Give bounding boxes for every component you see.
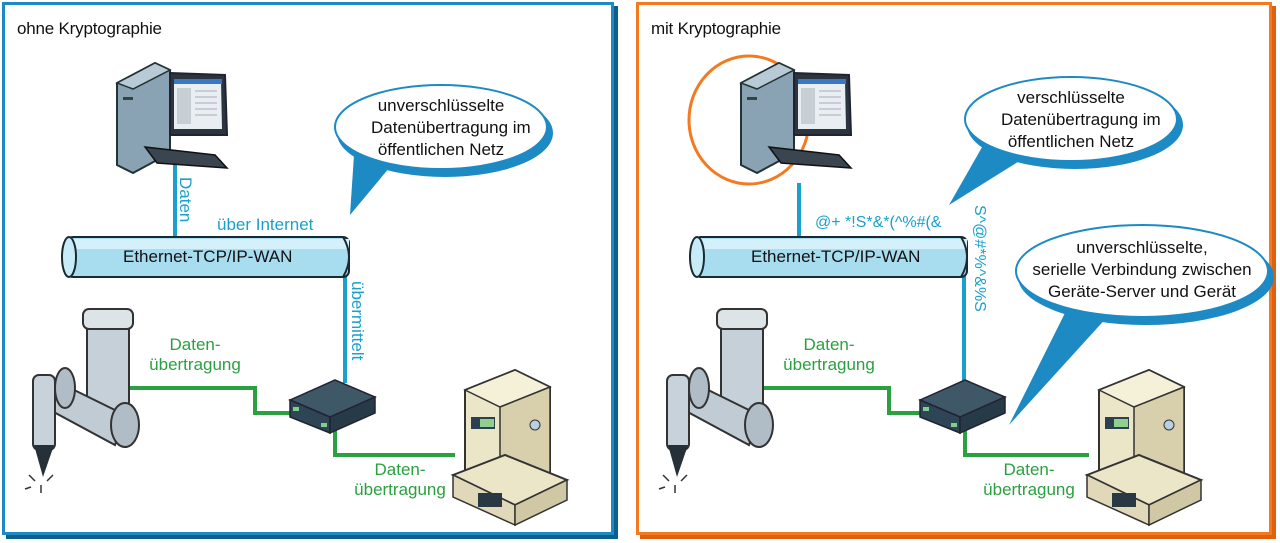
speech-bubble-text: unverschlüsselte Datenübertragung im öff… bbox=[371, 95, 531, 161]
label-line: Daten- bbox=[374, 460, 426, 479]
robot-link-line bbox=[761, 386, 923, 415]
robot-arm-icon bbox=[658, 308, 774, 493]
device-link-label: Daten- übertragung bbox=[974, 460, 1084, 500]
pc-link-label: Daten bbox=[176, 177, 195, 223]
panel-title: mit Kryptographie bbox=[651, 19, 781, 38]
panel-without-cryptography: ohne Kryptographie bbox=[2, 2, 614, 535]
device-link-line bbox=[327, 425, 455, 457]
network-diagram bbox=[658, 54, 1274, 527]
network-diagram bbox=[24, 61, 570, 527]
label-line: übertragung bbox=[983, 480, 1075, 499]
speech-bubble-text: verschlüsselte Datenübertragung im öffen… bbox=[1001, 87, 1161, 153]
speech-bubble bbox=[949, 76, 1183, 205]
device-link-label: Daten- übertragung bbox=[345, 460, 455, 500]
panel-title: ohne Kryptographie bbox=[17, 19, 162, 38]
bubble-line: unverschlüsselte, bbox=[1076, 238, 1208, 257]
robot-link-label: Daten- übertragung bbox=[140, 335, 250, 375]
device-link-line bbox=[957, 425, 1089, 457]
bubble-line: öffentlichen Netz bbox=[377, 140, 505, 159]
label-line: Daten- bbox=[169, 335, 221, 354]
desktop-computer-icon bbox=[115, 61, 229, 175]
server-link-label: übermittelt bbox=[348, 281, 367, 361]
speech-bubble-serial-text: unverschlüsselte, serielle Verbindung zw… bbox=[1032, 237, 1252, 303]
device-server-icon bbox=[918, 379, 1007, 435]
label-line: Daten- bbox=[803, 335, 855, 354]
panel-with-cryptography: mit Kryptographie bbox=[636, 2, 1274, 535]
bubble-line: verschlüsselte bbox=[1017, 88, 1125, 107]
label-line: übertragung bbox=[783, 355, 875, 374]
speech-bubble bbox=[334, 84, 553, 215]
cipher-text-top: @+ *!S*&*(^%#(& bbox=[815, 214, 942, 231]
bubble-line: Datenübertragung im bbox=[371, 118, 531, 137]
label-line: übertragung bbox=[354, 480, 446, 499]
bubble-line: serielle Verbindung zwischen bbox=[1032, 260, 1252, 279]
bubble-line: öffentlichen Netz bbox=[1007, 132, 1135, 151]
desktop-computer-icon bbox=[739, 61, 853, 175]
cipher-text-vertical: S^@#*%^&%S bbox=[971, 205, 988, 312]
bubble-line: Datenübertragung im bbox=[1001, 110, 1161, 129]
wan-pipe bbox=[61, 236, 350, 278]
wan-pipe bbox=[689, 236, 968, 278]
robot-link-line bbox=[127, 386, 291, 415]
internet-label: über Internet bbox=[217, 215, 314, 234]
speech-bubble-serial bbox=[1009, 224, 1274, 425]
industrial-device-icon bbox=[1084, 368, 1204, 527]
bubble-line: Geräte-Server und Gerät bbox=[1047, 282, 1237, 301]
industrial-device-icon bbox=[450, 368, 570, 527]
label-line: Daten- bbox=[1003, 460, 1055, 479]
device-server-icon bbox=[288, 379, 377, 435]
robot-arm-icon bbox=[24, 308, 140, 493]
robot-link-label: Daten- übertragung bbox=[774, 335, 884, 375]
label-line: übertragung bbox=[149, 355, 241, 374]
pipe-label: Ethernet-TCP/IP-WAN bbox=[123, 247, 293, 266]
pipe-label: Ethernet-TCP/IP-WAN bbox=[751, 247, 921, 266]
bubble-line: unverschlüsselte bbox=[377, 96, 505, 115]
